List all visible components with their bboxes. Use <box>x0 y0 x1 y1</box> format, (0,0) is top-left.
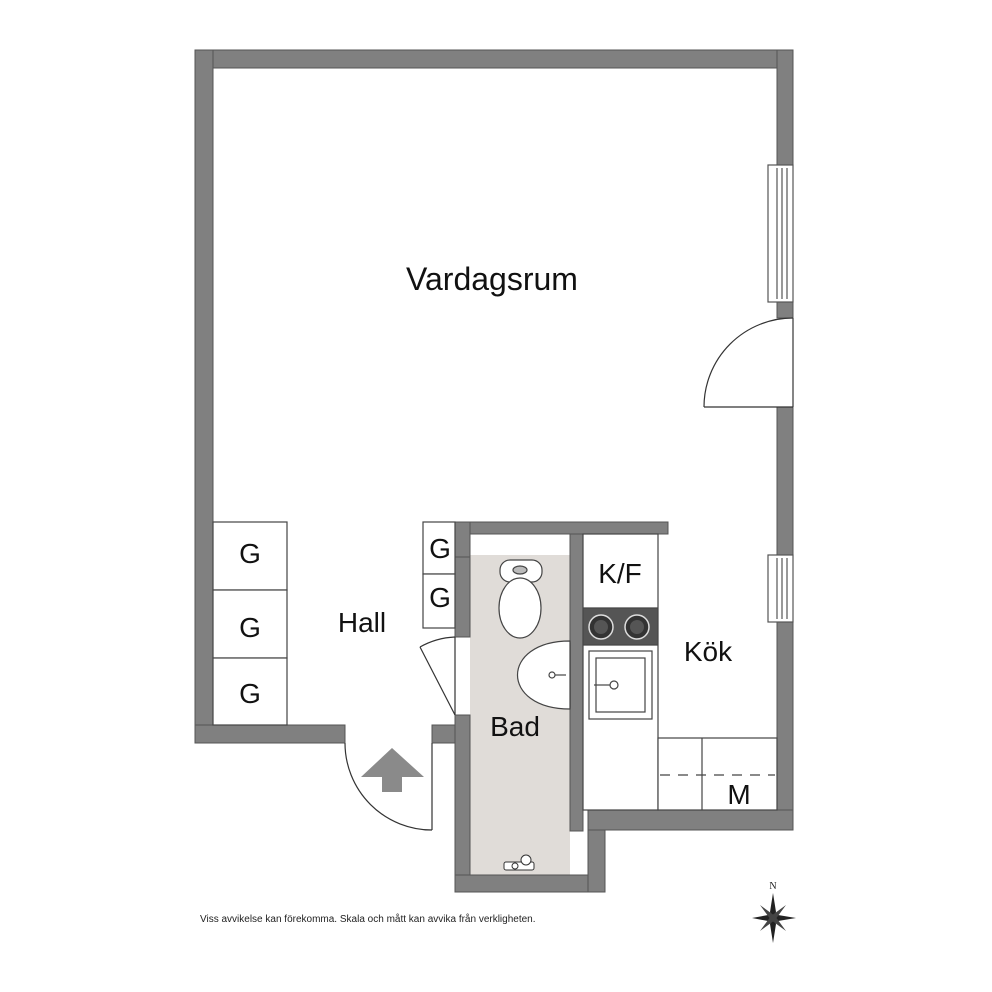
walls <box>194 49 794 893</box>
entrance-arrow-icon <box>361 748 424 792</box>
room-label-living: Vardagsrum <box>406 261 578 297</box>
window-upper <box>767 164 794 303</box>
door-swing-bath <box>419 636 456 716</box>
wardrobe-label: G <box>239 612 261 643</box>
wardrobes-right <box>422 521 456 629</box>
microwave-label: M <box>727 779 750 810</box>
wardrobe-label: G <box>429 533 451 564</box>
stove-icon <box>582 607 659 646</box>
disclaimer-text: Viss avvikelse kan förekomma. Skala och … <box>200 913 536 925</box>
room-label-hall: Hall <box>338 607 386 638</box>
kitchen-sink-icon <box>588 650 653 720</box>
toilet-icon <box>498 559 543 639</box>
shower-faucet-icon <box>503 854 535 871</box>
wardrobe-label: G <box>239 678 261 709</box>
fridge-freezer-label: K/F <box>598 558 642 589</box>
bath-sink-icon <box>517 640 571 710</box>
window-lower <box>767 554 794 623</box>
door-swing-living <box>703 317 794 408</box>
wardrobe-label: G <box>239 538 261 569</box>
kitchen-cabinets <box>657 737 778 811</box>
compass-north-label: N <box>769 881 776 892</box>
room-label-kitchen: Kök <box>684 636 733 667</box>
wardrobes-left <box>212 521 288 726</box>
compass-icon: N <box>752 881 796 943</box>
wardrobe-label: G <box>429 582 451 613</box>
door-swing-entrance <box>344 742 433 831</box>
room-label-bath: Bad <box>490 711 540 742</box>
